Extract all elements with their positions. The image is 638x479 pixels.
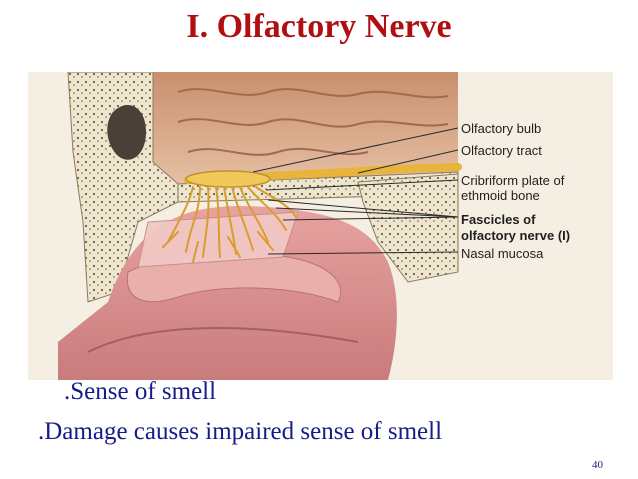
bullet-sense-of-smell: .Sense of smell <box>64 378 217 405</box>
frontal-bone <box>67 72 179 303</box>
olfactory-anatomy-diagram: Olfactory bulb Olfactory tract Cribrifor… <box>28 72 613 380</box>
leader-lines <box>252 127 459 255</box>
olfactory-bulb <box>185 170 271 188</box>
nerve-fascicles <box>162 186 297 263</box>
label-olfactory-tract: Olfactory tract <box>461 143 542 158</box>
brain-tissue <box>153 72 458 184</box>
label-nasal-mucosa: Nasal mucosa <box>461 246 544 261</box>
olfactory-tract <box>184 163 462 184</box>
label-cribriform-plate-line2: ethmoid bone <box>461 188 540 203</box>
nasal-mucosa-sheet <box>137 211 299 268</box>
frontal-sinus <box>107 104 146 160</box>
bullet-damage-impaired-smell: .Damage causes impaired sense of smell <box>38 418 443 445</box>
page-number: 40 <box>592 459 603 471</box>
slide-title: I. Olfactory Nerve <box>186 8 452 45</box>
label-olfactory-bulb: Olfactory bulb <box>461 121 541 136</box>
label-fascicles-line1: Fascicles of <box>461 212 536 227</box>
label-fascicles-line2: olfactory nerve (I) <box>461 228 570 243</box>
label-cribriform-plate-line1: Cribriform plate of <box>461 173 565 188</box>
sphenoid-bone <box>357 173 459 283</box>
